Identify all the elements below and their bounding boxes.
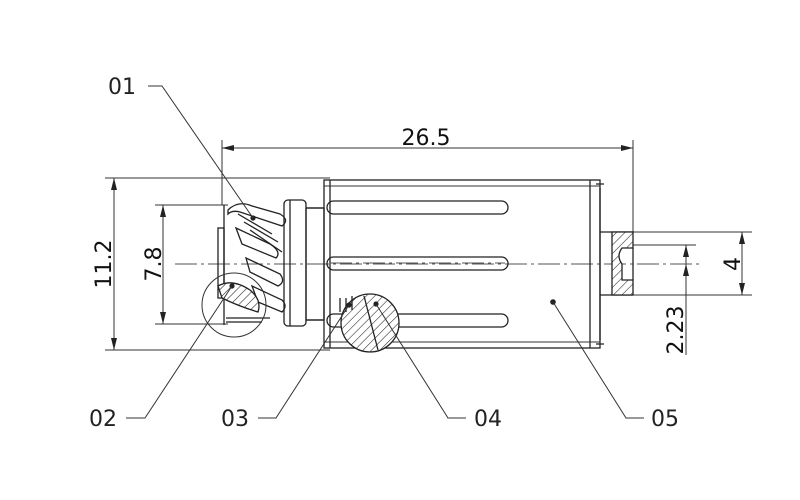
callout-04-label: 04 <box>474 407 502 432</box>
callout-03: 03 <box>221 304 350 432</box>
wire-section <box>201 272 267 338</box>
callout-04: 04 <box>375 303 502 432</box>
callout-01: 01 <box>108 75 254 219</box>
dimension-overall-length-label: 26.5 <box>402 126 451 151</box>
callout-05: 05 <box>552 301 679 432</box>
callout-02: 02 <box>89 285 233 432</box>
callout-03-label: 03 <box>221 407 249 432</box>
dimension-shaft-diameter-label: 4 <box>721 257 746 271</box>
dimension-outer-diameter: 11.2 <box>92 177 330 351</box>
callout-01-label: 01 <box>108 75 136 100</box>
dimension-inner-diameter-label: 7.8 <box>142 247 167 282</box>
dimension-outer-diameter-label: 11.2 <box>92 240 117 289</box>
spring <box>217 199 325 327</box>
dimension-inner-diameter: 7.8 <box>142 204 228 325</box>
dimension-offset-label: 2.23 <box>664 306 689 355</box>
pin-section <box>339 293 400 353</box>
dimension-offset: 2.23 <box>633 244 696 355</box>
shaft <box>611 231 634 296</box>
dimension-overall-length: 26.5 <box>221 126 634 232</box>
dimension-shaft-diameter: 4 <box>633 231 752 296</box>
callout-02-label: 02 <box>89 407 117 432</box>
callout-05-label: 05 <box>651 407 679 432</box>
